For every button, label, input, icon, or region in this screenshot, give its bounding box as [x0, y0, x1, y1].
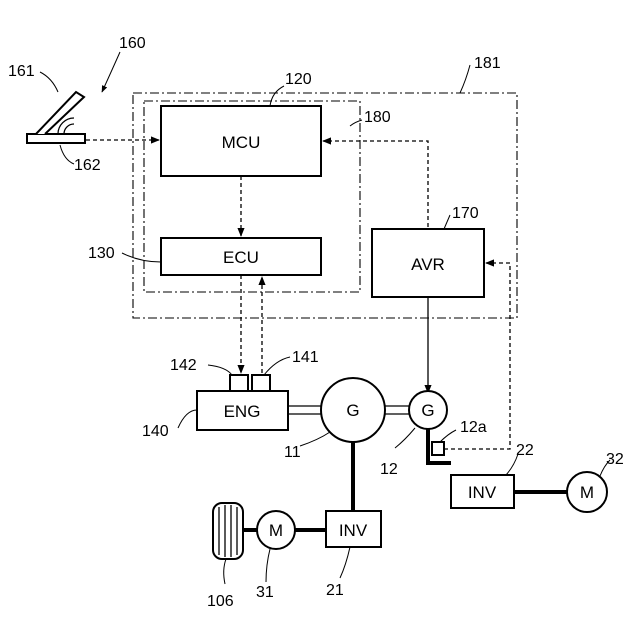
leader-12a — [440, 430, 456, 442]
leader-106 — [224, 559, 226, 584]
ref-32: 32 — [606, 451, 624, 468]
accelerator-pedal-icon — [27, 92, 85, 143]
inverter-22-label: INV — [468, 483, 497, 502]
ref-142: 142 — [170, 357, 197, 374]
leader-11 — [300, 432, 330, 446]
ref-130: 130 — [88, 245, 115, 262]
leader-130 — [122, 253, 161, 262]
ref-162: 162 — [74, 157, 101, 174]
ref-141: 141 — [292, 349, 319, 366]
leader-170 — [444, 215, 450, 229]
leader-141 — [264, 357, 290, 375]
avr-label: AVR — [411, 255, 445, 274]
wheel-icon — [213, 503, 243, 559]
motor-32-label: M — [580, 483, 594, 502]
sensor-12a — [432, 442, 444, 455]
main-generator-label: G — [346, 401, 359, 420]
ref-160: 160 — [119, 35, 146, 52]
leader-120 — [270, 86, 284, 106]
avr-mcu-signal-line — [323, 141, 428, 227]
sub-generator-label: G — [421, 401, 434, 420]
ref-12a: 12a — [460, 419, 487, 436]
ref-12: 12 — [380, 461, 398, 478]
actuator-142 — [230, 375, 248, 391]
mcu-label: MCU — [222, 133, 261, 152]
ref-181: 181 — [474, 55, 501, 72]
leader-140 — [178, 410, 197, 428]
ref-180: 180 — [364, 109, 391, 126]
leader-31 — [266, 549, 270, 582]
leader-162 — [60, 145, 74, 164]
ref-21: 21 — [326, 582, 344, 599]
motor-31-label: M — [269, 521, 283, 540]
ref-120: 120 — [285, 71, 312, 88]
ref-140: 140 — [142, 423, 169, 440]
leader-160 — [102, 52, 120, 92]
sensor-141 — [252, 375, 270, 391]
leader-181 — [460, 65, 470, 93]
ref-170: 170 — [452, 205, 479, 222]
ref-31: 31 — [256, 584, 274, 601]
ref-11: 11 — [284, 444, 301, 461]
leader-21 — [340, 547, 350, 578]
engine-label: ENG — [224, 402, 261, 421]
inverter-21-label: INV — [339, 521, 368, 540]
leader-161 — [40, 72, 58, 92]
leader-12 — [395, 428, 415, 448]
ref-161: 161 — [8, 63, 35, 80]
leader-142 — [208, 365, 232, 375]
ecu-label: ECU — [223, 248, 259, 267]
ref-106: 106 — [207, 593, 234, 610]
ref-22: 22 — [516, 442, 534, 459]
